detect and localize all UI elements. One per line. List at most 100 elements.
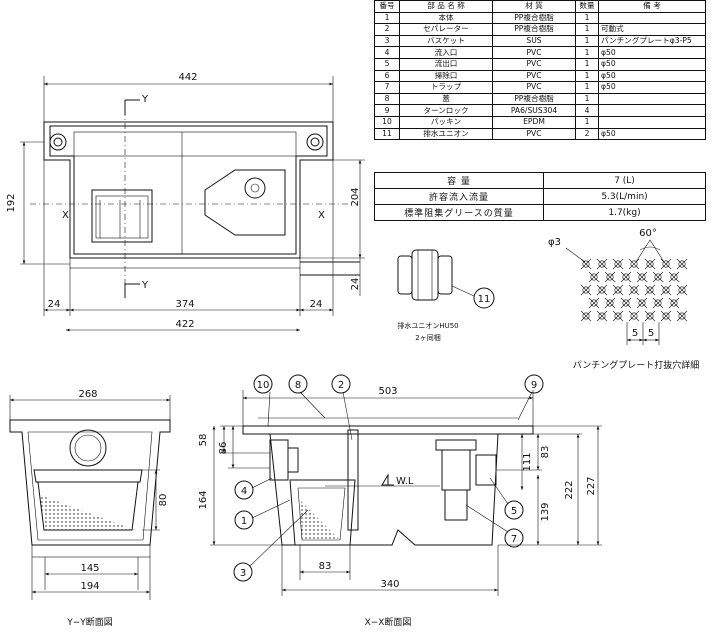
punch-hole-cross xyxy=(652,297,664,309)
punch-hole-cross xyxy=(660,310,672,322)
part-name: セパレーター xyxy=(399,23,493,36)
punch-hole-mark xyxy=(646,260,654,268)
punch-hole-cross xyxy=(636,297,648,309)
xx-dim-58: 58 xyxy=(198,434,209,447)
dim-422: 422 xyxy=(175,319,194,330)
punch-hole-cross xyxy=(604,271,616,283)
punch-hole-cross xyxy=(636,271,648,283)
punch-hole-mark xyxy=(662,312,670,320)
header-qty: 数量 xyxy=(575,0,599,13)
punch-hole-mark xyxy=(598,286,606,294)
xx-dim-111: 111 xyxy=(522,452,533,471)
punch-hole-mark xyxy=(598,260,606,268)
punch-hole-mark xyxy=(606,273,614,281)
xx-caption: X−X断面図 xyxy=(365,616,412,628)
punch-hole-mark xyxy=(638,299,646,307)
punch-hole-cross xyxy=(676,284,688,296)
punch-angle: 60° xyxy=(639,228,657,239)
xx-water-level: W.L xyxy=(396,476,414,487)
punch-hole-cross xyxy=(588,297,600,309)
dim-192: 192 xyxy=(6,193,17,212)
part-material: PP複合樹脂 xyxy=(492,23,576,36)
callout-7: 7 xyxy=(511,534,517,545)
punch-hole-cross xyxy=(628,284,640,296)
punch-hole-mark xyxy=(678,312,686,320)
xx-dim-340: 340 xyxy=(380,579,399,590)
callout-3: 3 xyxy=(240,568,246,579)
spec-value: 1.7(kg) xyxy=(543,204,706,221)
part-note: φ50 xyxy=(598,46,706,59)
part-material: PVC xyxy=(492,127,576,141)
punch-hole-cross xyxy=(620,297,632,309)
punch-hole-mark xyxy=(582,286,590,294)
section-x-left: X xyxy=(62,210,69,221)
punch-caption: パンチングプレート打抜穴詳細 xyxy=(573,359,699,371)
punch-hole-mark xyxy=(678,286,686,294)
punch-hole-mark xyxy=(614,312,622,320)
union-detail: 11 排水ユニオンHU50 2ヶ同梱 xyxy=(397,249,495,342)
punch-hole-mark xyxy=(670,299,678,307)
punch-hole-cross xyxy=(612,310,624,322)
dim-24-right-offset: 24 xyxy=(350,278,361,291)
xx-section: 503 W.L 58 86 164 83 111 xyxy=(198,374,602,628)
punch-hole-mark xyxy=(630,286,638,294)
part-no: 3 xyxy=(374,34,400,48)
punch-pitch-b: 5 xyxy=(648,328,654,339)
spec-label: 標準阻集グリースの質量 xyxy=(374,204,544,221)
xx-dim-164: 164 xyxy=(198,490,209,509)
punch-hole-mark xyxy=(606,299,614,307)
part-note: φ50 xyxy=(598,127,706,141)
punch-hole-mark xyxy=(614,260,622,268)
punch-hole-mark xyxy=(646,312,654,320)
xx-dim-227: 227 xyxy=(586,476,597,495)
punch-hole-cross xyxy=(644,284,656,296)
callout-8: 8 xyxy=(295,380,301,391)
yy-section: 268 80 145 194 Y−Y断面図 xyxy=(9,389,171,628)
punch-hole-mark xyxy=(598,312,606,320)
xx-dim-83: 83 xyxy=(540,446,551,459)
punch-hole-cross xyxy=(668,271,680,283)
parts-table-header: 番号 部 品 名 称 材 質 数量 備 考 xyxy=(374,0,706,13)
punch-hole-mark xyxy=(582,312,590,320)
punch-hole-cross xyxy=(676,258,688,270)
punch-hole-mark xyxy=(622,273,630,281)
yy-caption: Y−Y断面図 xyxy=(66,616,113,628)
dim-24-right: 24 xyxy=(310,299,323,310)
punch-hole-mark xyxy=(622,299,630,307)
dim-204: 204 xyxy=(350,187,361,206)
punch-hole-mark xyxy=(638,273,646,281)
punch-hole-mark xyxy=(590,299,598,307)
punch-hole-cross xyxy=(652,271,664,283)
callout-1: 1 xyxy=(241,516,247,527)
spec-table: 容 量 7 (L) 許容流入流量 5.3(L/min) 標準阻集グリースの質量 … xyxy=(374,172,706,221)
yy-dim-145: 145 xyxy=(80,563,99,574)
dim-442: 442 xyxy=(178,72,197,83)
callout-2: 2 xyxy=(338,380,344,391)
punch-hole-mark xyxy=(614,286,622,294)
section-x-right: X xyxy=(318,210,325,221)
header-note: 備 考 xyxy=(598,0,706,13)
punch-hole-cross xyxy=(596,284,608,296)
punch-hole-mark xyxy=(662,260,670,268)
xx-dim-222: 222 xyxy=(564,480,575,499)
yy-dim-268: 268 xyxy=(78,389,97,400)
punch-hole-mark xyxy=(630,260,638,268)
header-no: 番号 xyxy=(374,0,400,13)
union-label: 排水ユニオンHU50 xyxy=(397,321,458,330)
section-y-top: Y xyxy=(141,94,149,105)
spec-row: 標準阻集グリースの質量 1.7(kg) xyxy=(374,204,706,221)
punch-hole-cross xyxy=(676,310,688,322)
punching-detail: 60° φ3 5 5 パンチングプレート打抜穴詳細 xyxy=(548,228,699,371)
callout-11: 11 xyxy=(478,294,491,305)
xx-callouts: 10 8 2 9 4 1 3 5 7 xyxy=(233,374,544,582)
punch-hole-mark xyxy=(630,312,638,320)
